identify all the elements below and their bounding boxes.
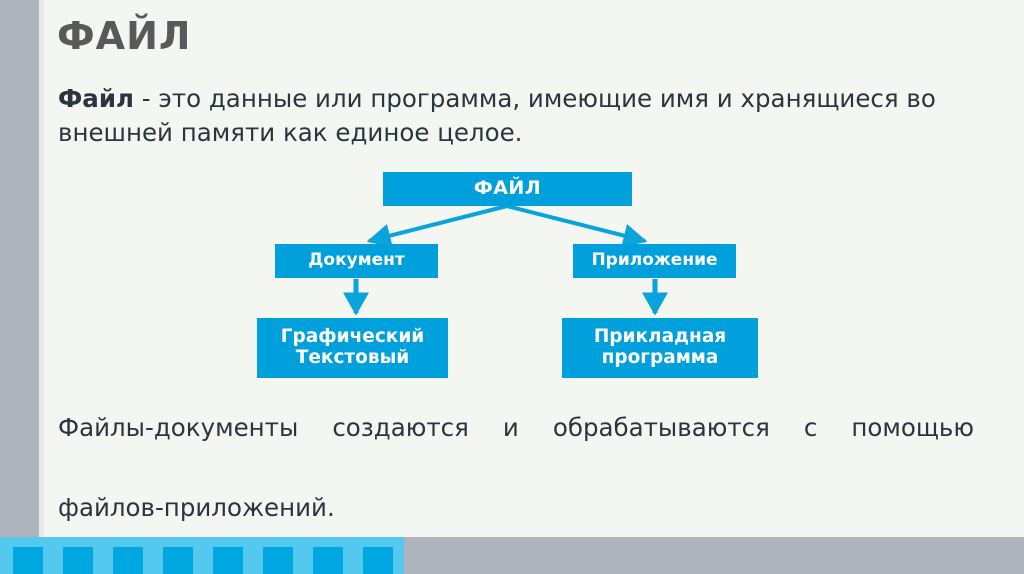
conclusion-paragraph: Файлы-документы создаются и обрабатывают…: [58, 408, 974, 528]
definition-paragraph: Файл - это данные или программа, имеющие…: [58, 82, 968, 150]
diagram-node-root-label: ФАЙЛ: [473, 177, 542, 200]
footer-square: [13, 547, 43, 574]
diagram-node-application-label: Приложение: [591, 250, 718, 271]
footer-square: [113, 547, 143, 574]
footer-square: [313, 547, 343, 574]
conclusion-line-1: Файлы-документы создаются и обрабатывают…: [58, 413, 974, 442]
page-title: ФАЙЛ: [57, 14, 192, 58]
footer-square: [163, 547, 193, 574]
diagram-node-application-kinds-line1: Прикладная: [593, 326, 727, 348]
diagram-node-document-kinds-line2: Текстовый: [295, 347, 410, 368]
diagram-node-application-kinds-line2: программа: [601, 347, 719, 368]
footer-square: [213, 547, 243, 574]
diagram-node-document-kinds-line1: Графический: [280, 326, 425, 348]
footer-square: [63, 547, 93, 574]
diagram-node-root[interactable]: ФАЙЛ: [383, 172, 632, 206]
diagram-node-document[interactable]: Документ: [275, 244, 438, 278]
left-band-highlight: [39, 0, 44, 537]
footer-square: [363, 547, 393, 574]
definition-term: Файл: [58, 84, 134, 113]
conclusion-line-2: файлов-приложений.: [58, 493, 335, 522]
left-decorative-band: [0, 0, 39, 537]
diagram-node-document-label: Документ: [308, 250, 405, 271]
footer-blue-bar: [0, 537, 404, 574]
definition-body: - это данные или программа, имеющие имя …: [58, 84, 936, 147]
diagram-node-document-kinds[interactable]: Графический Текстовый: [257, 318, 448, 378]
diagram-node-application-kinds[interactable]: Прикладная программа: [562, 318, 758, 378]
footer-square: [263, 547, 293, 574]
diagram-node-application[interactable]: Приложение: [573, 244, 736, 278]
